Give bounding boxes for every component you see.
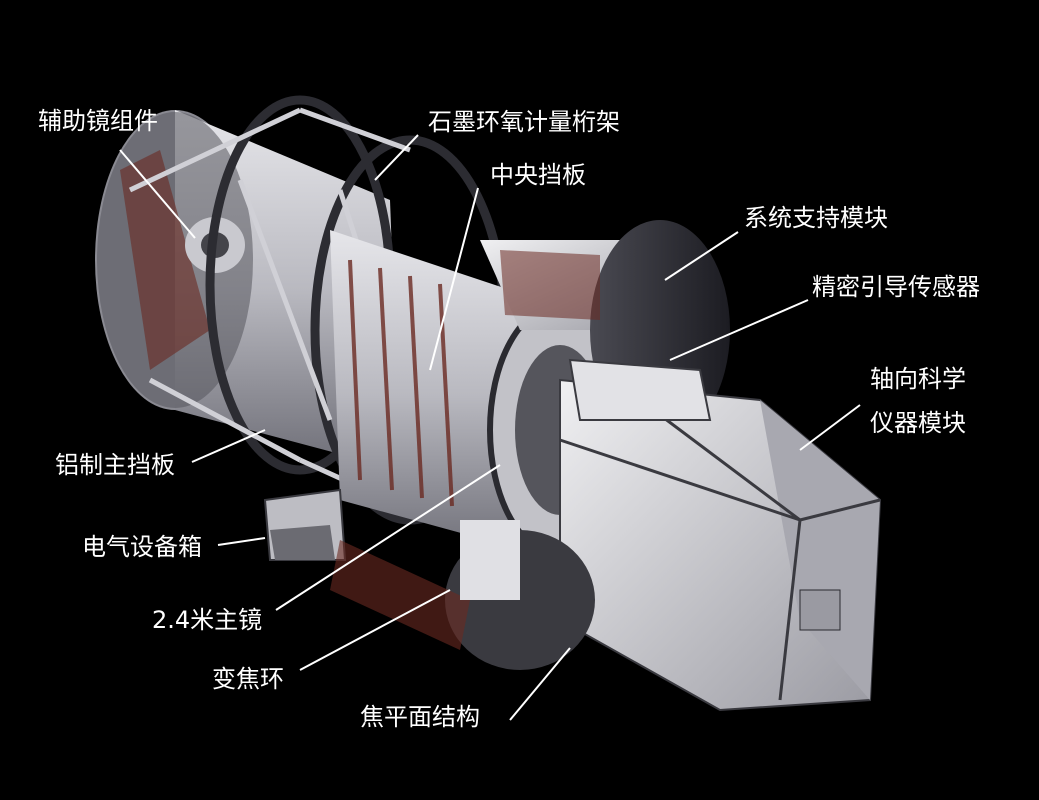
leader-primary-mirror: [275, 464, 501, 611]
label-fine-guidance-sensor: 精密引导传感器: [812, 273, 980, 301]
axial-science-instrument-module: [559, 378, 882, 712]
leader-focal-plane: [509, 647, 571, 721]
label-central-baffle: 中央挡板: [490, 161, 586, 189]
label-secondary-mirror-assembly: 辅助镜组件: [38, 107, 158, 135]
label-axial-science-line1: 轴向科学: [870, 365, 966, 393]
leader-support-module: [664, 231, 739, 281]
label-axial-science-line2: 仪器模块: [870, 409, 966, 437]
leader-truss: [374, 134, 419, 181]
fine-guidance-sensor: [568, 358, 712, 421]
label-focus-ring: 变焦环: [212, 665, 284, 693]
leader-electronics-box: [217, 537, 266, 546]
leader-central-baffle: [429, 187, 479, 371]
label-primary-mirror: 2.4米主镜: [152, 606, 263, 634]
leader-lines: [119, 134, 861, 721]
leader-secondary-mirror: [119, 149, 196, 239]
label-electronics-box: 电气设备箱: [82, 533, 202, 561]
leader-fine-guidance: [669, 299, 809, 361]
label-focal-plane-structure: 焦平面结构: [360, 703, 480, 731]
focal-plane-ring: [330, 520, 595, 670]
leader-axial-instrument: [799, 404, 861, 451]
label-aluminum-main-baffle: 铝制主挡板: [55, 451, 175, 479]
label-graphite-epoxy-metering-truss: 石墨环氧计量桁架: [428, 108, 620, 136]
label-support-systems-module: 系统支持模块: [744, 204, 888, 232]
electronics-box-shape: [263, 488, 347, 561]
leader-main-baffle: [191, 429, 266, 463]
leader-focus-ring: [299, 589, 451, 671]
